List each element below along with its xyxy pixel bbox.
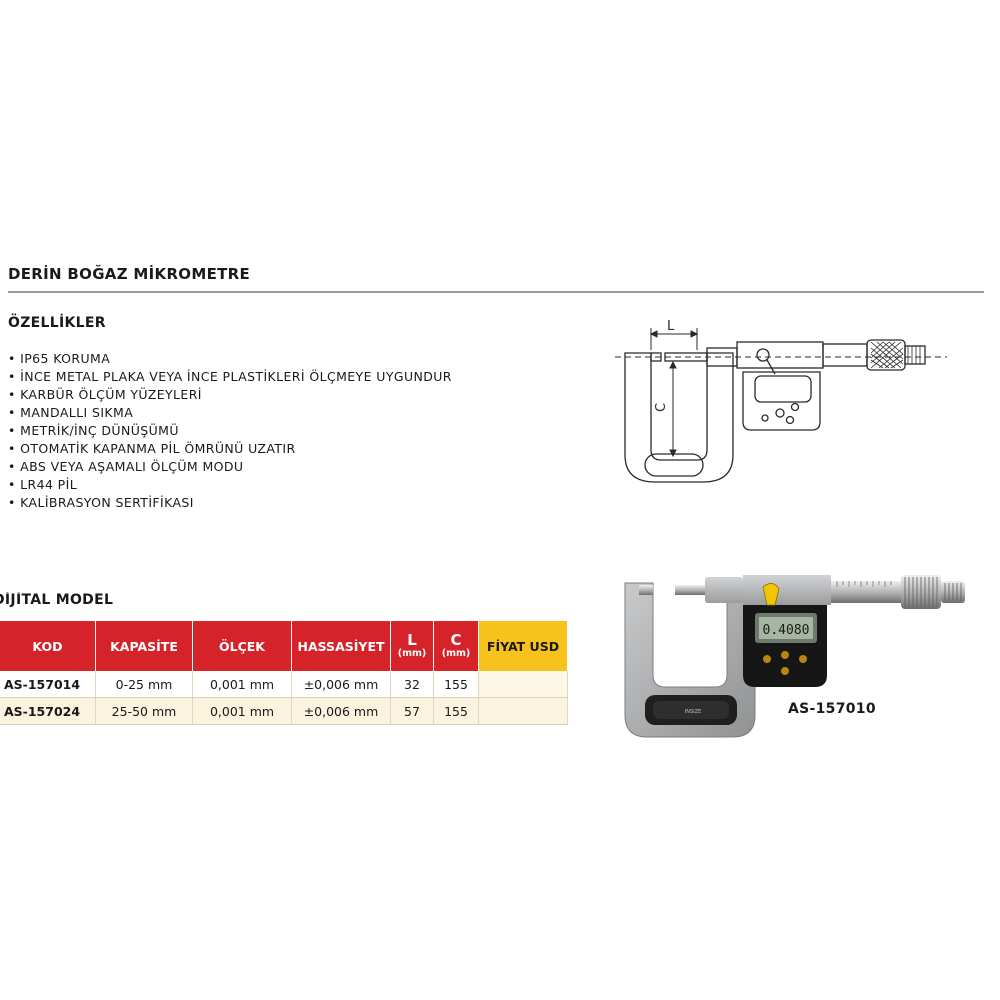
feature-item: MANDALLI SIKMA (8, 404, 452, 422)
product-code-label: AS-157010 (788, 701, 876, 717)
feature-item: LR44 PİL (8, 476, 452, 494)
cell-kapasite: 25-50 mm (95, 697, 193, 725)
cell-olcek: 0,001 mm (192, 671, 292, 698)
col-l-label: L (407, 631, 417, 649)
features-list: IP65 KORUMA İNCE METAL PLAKA VEYA İNCE P… (8, 350, 452, 512)
brand-mark: INSIZE (685, 709, 701, 715)
cell-c: 155 (433, 671, 479, 698)
table-header-row: KOD KAPASİTE ÖLÇEK HASSASİYET L (mm) C (… (0, 621, 567, 671)
feature-item: KARBÜR ÖLÇÜM YÜZEYLERİ (8, 386, 452, 404)
features-heading: ÖZELLİKLER (8, 315, 106, 331)
cell-kapasite: 0-25 mm (95, 671, 193, 698)
feature-item: IP65 KORUMA (8, 350, 452, 368)
feature-item: ABS VEYA AŞAMALI ÖLÇÜM MODU (8, 458, 452, 476)
cell-olcek: 0,001 mm (192, 697, 292, 725)
product-image: INSIZE 0.4080 (624, 575, 965, 738)
cell-hassasiyet: ±0,006 mm (291, 671, 391, 698)
cell-l: 57 (390, 697, 434, 725)
feature-item: METRİK/İNÇ DÜNÜŞÜMÜ (8, 422, 452, 440)
col-c-unit: (mm) (441, 648, 471, 659)
cell-l: 32 (390, 671, 434, 698)
col-fiyat: FİYAT USD (478, 621, 567, 671)
model-heading: DİJİTAL MODEL (0, 592, 114, 608)
dimension-l-label: L (667, 319, 675, 334)
feature-item: OTOMATİK KAPANMA PİL ÖMRÜNÜ UZATIR (8, 440, 452, 458)
title-divider (8, 291, 984, 293)
col-kapasite: KAPASİTE (95, 621, 193, 671)
spec-table: KOD KAPASİTE ÖLÇEK HASSASİYET L (mm) C (… (0, 621, 568, 725)
cell-fiyat (478, 697, 568, 725)
cell-kod: AS-157014 (0, 671, 96, 698)
feature-item: KALİBRASYON SERTİFİKASI (8, 494, 452, 512)
cell-hassasiyet: ±0,006 mm (291, 697, 391, 725)
col-l: L (mm) (390, 621, 434, 671)
col-hassasiyet: HASSASİYET (291, 621, 391, 671)
col-olcek: ÖLÇEK (192, 621, 292, 671)
cell-c: 155 (433, 697, 479, 725)
col-c: C (mm) (433, 621, 479, 671)
cell-kod: AS-157024 (0, 697, 96, 725)
micrometer-diagram: L C (615, 319, 947, 483)
display-reading: 0.4080 (763, 623, 810, 638)
feature-item: İNCE METAL PLAKA VEYA İNCE PLASTİKLERİ Ö… (8, 368, 452, 386)
table-row: AS-157014 0-25 mm 0,001 mm ±0,006 mm 32 … (0, 671, 568, 698)
col-c-label: C (450, 631, 462, 649)
dimension-c-label: C (654, 403, 669, 412)
col-l-unit: (mm) (397, 648, 427, 659)
cell-fiyat (478, 671, 568, 698)
table-row: AS-157024 25-50 mm 0,001 mm ±0,006 mm 57… (0, 697, 568, 725)
page-title: DERİN BOĞAZ MİKROMETRE (8, 265, 251, 283)
col-kod: KOD (0, 621, 96, 671)
